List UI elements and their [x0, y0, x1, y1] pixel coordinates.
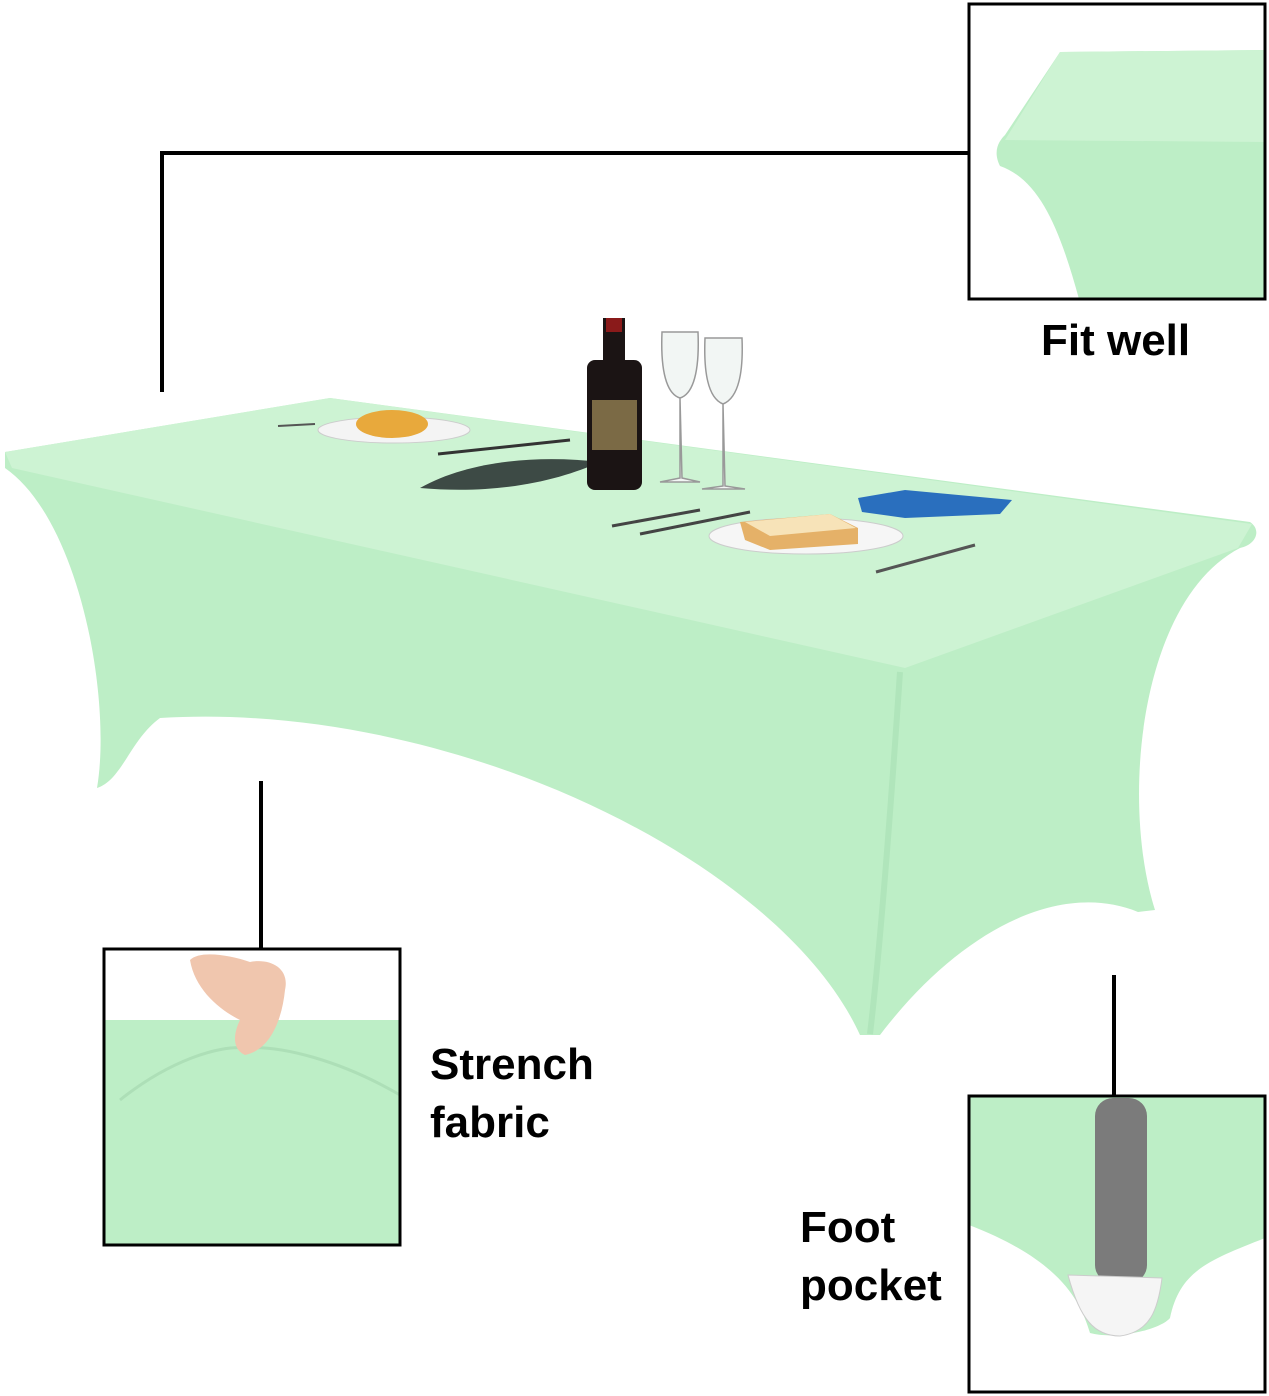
bread-bun [356, 410, 428, 438]
stretch-label-line-1: Strench [430, 1040, 594, 1089]
fit-well-label: Fit well [1041, 316, 1191, 365]
stretch-label-line-2: fabric [430, 1098, 550, 1147]
foot-label-line-2: pocket [800, 1261, 942, 1310]
table-setting [277, 318, 1012, 574]
stretch-fabric-inset [102, 947, 402, 1247]
leaf-decoration [420, 459, 600, 490]
wine-glass-2 [701, 337, 746, 490]
fit-well-inset [967, 2, 1267, 301]
foot-pocket-inset [967, 1094, 1267, 1394]
table-leg [1095, 1098, 1147, 1283]
hand [190, 954, 286, 1055]
fit-well-leader-line [160, 151, 969, 392]
foot-cap [1067, 1274, 1163, 1337]
foot-pocket-label: Foot pocket [800, 1199, 942, 1315]
stretch-fabric-label: Strench fabric [430, 1036, 594, 1152]
wine-glass-1 [659, 331, 701, 483]
book [858, 490, 1012, 518]
foot-label-line-1: Foot [800, 1203, 896, 1252]
spandex-table-cover [5, 398, 1257, 1035]
